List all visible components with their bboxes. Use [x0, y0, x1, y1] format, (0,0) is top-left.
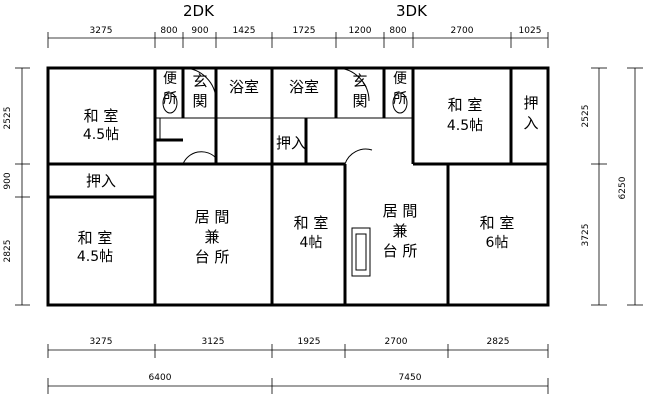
room-ima-a-label-2: 兼: [204, 228, 219, 246]
room-washitsu-e-size: 6帖: [486, 235, 509, 251]
top-dimension-line: [47, 32, 549, 48]
dim-bottom-2: 3125: [202, 337, 225, 347]
dim-bottom-1: 3275: [90, 337, 113, 347]
dim-top-3: 900: [191, 26, 208, 36]
dim-left-3: 2825: [3, 240, 13, 263]
room-yokushitsu-a-label: 浴室: [229, 78, 259, 96]
fixtures-3dk: [335, 67, 408, 277]
room-benjo-a-label-2: 所: [163, 91, 177, 107]
dim-bottom-4: 2700: [385, 337, 408, 347]
dim-bottom-5: 2825: [487, 337, 510, 347]
plan-title-3dk: 3DK: [396, 2, 428, 20]
dim-top-7: 800: [389, 26, 406, 36]
room-washitsu-c-size: 4.5帖: [447, 118, 483, 134]
room-washitsu-b-size: 4.5帖: [77, 249, 113, 265]
room-washitsu-a-label: 和 室: [84, 107, 119, 125]
room-genkan-a-label-1: 玄: [192, 72, 207, 90]
plan-title-2dk: 2DK: [183, 2, 215, 20]
room-ima-a-label-1: 居 間: [195, 208, 230, 226]
dim-bottom-3: 1925: [298, 337, 321, 347]
room-washitsu-a-size: 4.5帖: [83, 127, 119, 143]
bottom-dimension-line-2: [47, 378, 549, 394]
room-genkan-a-label-2: 関: [192, 92, 207, 110]
room-ima-a-label-3: 台 所: [195, 248, 230, 266]
dim-top-5: 1725: [293, 26, 316, 36]
dim-top-9: 1025: [519, 26, 542, 36]
dim-right-1: 2525: [581, 105, 591, 128]
room-genkan-b-label-2: 関: [352, 92, 367, 110]
dim-right-total: 6250: [618, 176, 628, 199]
fixtures-2dk: [159, 67, 217, 165]
outer-walls: [46, 66, 550, 307]
dim-total-2dk: 6400: [149, 373, 172, 383]
room-oshiire-c-label: 押入: [276, 134, 306, 152]
dim-top-6: 1200: [349, 26, 372, 36]
room-oshiire-b-label-2: 入: [523, 114, 538, 132]
room-washitsu-c-label: 和 室: [448, 96, 483, 114]
room-genkan-b-label-1: 玄: [352, 72, 367, 90]
dim-total-3dk: 7450: [399, 373, 422, 383]
dim-left-1: 2525: [3, 107, 13, 130]
dim-top-2: 800: [160, 26, 177, 36]
room-washitsu-b-label: 和 室: [78, 229, 113, 247]
room-benjo-a-label-1: 便: [163, 71, 177, 87]
room-oshiire-a-label: 押入: [86, 172, 116, 190]
room-washitsu-d-label: 和 室: [294, 214, 329, 232]
room-ima-b-label-2: 兼: [392, 222, 407, 240]
dim-right-2: 3725: [581, 224, 591, 247]
room-benjo-b-label-2: 所: [393, 91, 407, 107]
room-yokushitsu-b-label: 浴室: [289, 78, 319, 96]
room-ima-b-label-1: 居 間: [383, 202, 418, 220]
dim-left-2: 900: [3, 172, 13, 189]
room-washitsu-d-size: 4帖: [300, 235, 323, 251]
dim-top-8: 2700: [451, 26, 474, 36]
interior-walls-3dk: [272, 68, 548, 305]
room-oshiire-b-label-1: 押: [523, 94, 538, 112]
interior-walls-2dk: [48, 68, 272, 305]
room-benjo-b-label-1: 便: [393, 71, 407, 87]
right-dimension-line: [591, 67, 643, 306]
room-washitsu-e-label: 和 室: [480, 214, 515, 232]
room-ima-b-label-3: 台 所: [383, 242, 418, 260]
dim-top-1: 3275: [90, 26, 113, 36]
left-dimension-line: [15, 67, 30, 306]
bottom-dimension-line-1: [47, 344, 549, 358]
dim-top-4: 1425: [233, 26, 256, 36]
